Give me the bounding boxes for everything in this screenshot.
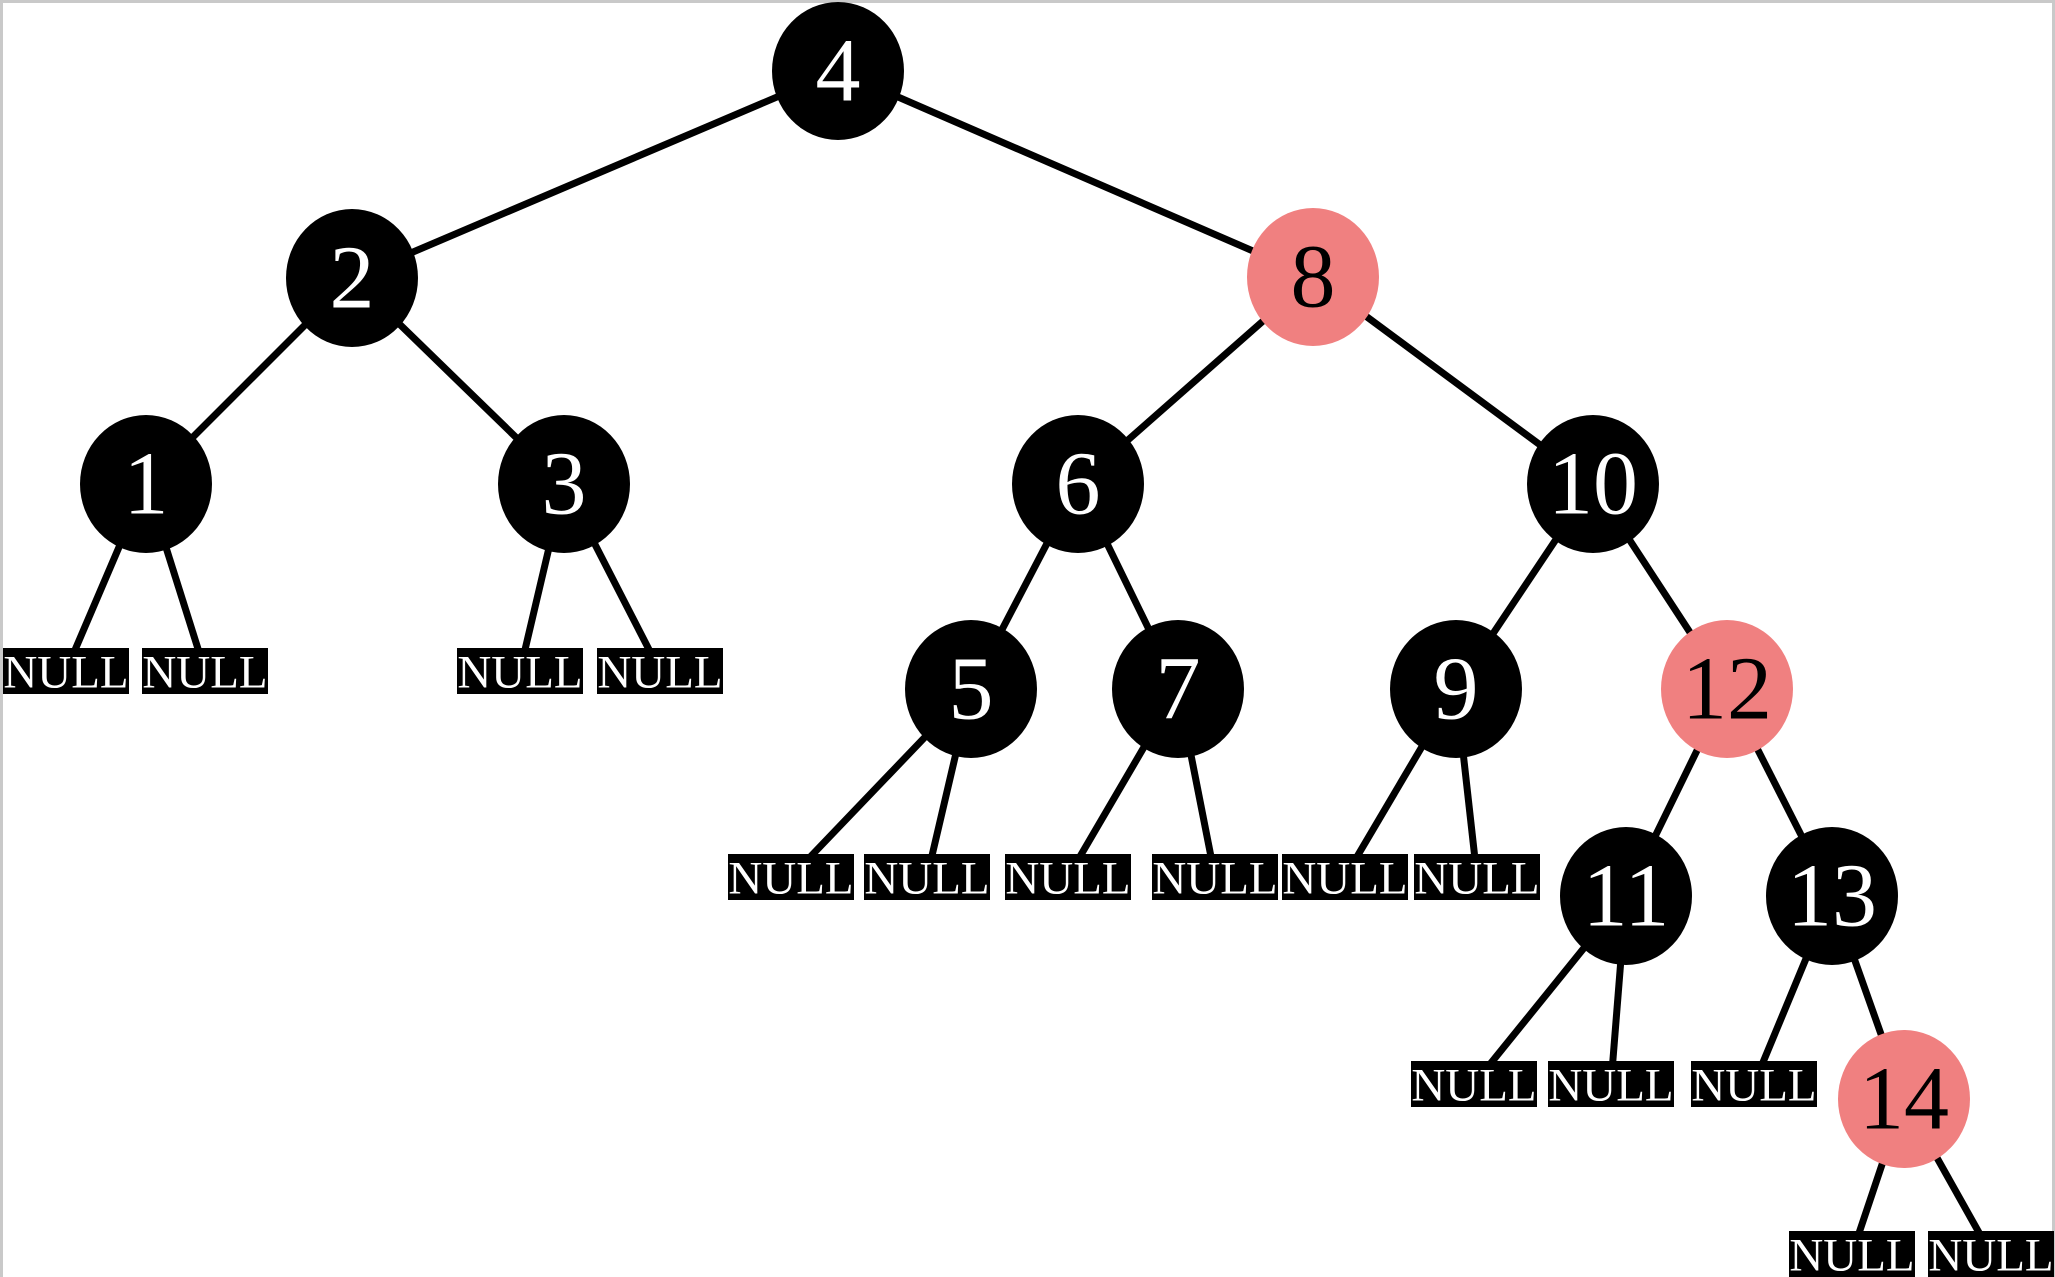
null-leaf-1R (142, 648, 268, 694)
tree-node-13 (1766, 827, 1898, 965)
tree-node-3 (498, 415, 630, 553)
null-leaf-9L (1282, 854, 1408, 900)
null-label-5R: NULL (864, 852, 989, 904)
tree-node-4 (772, 2, 904, 140)
null-leaf-1L (3, 648, 129, 694)
edge-4-8 (836, 67, 1315, 281)
null-label-3R: NULL (597, 646, 722, 698)
null-label-5L: NULL (728, 852, 853, 904)
tree-node-11 (1560, 827, 1692, 965)
null-label-7L: NULL (1005, 852, 1130, 904)
null-leaf-13L (1691, 1061, 1817, 1107)
edge-4-2 (350, 67, 840, 282)
null-leaf-11L (1411, 1061, 1537, 1107)
null-label-1L: NULL (3, 646, 128, 698)
null-label-3L: NULL (457, 646, 582, 698)
null-leaf-7R (1152, 854, 1278, 900)
null-leaf-14R (1928, 1231, 2054, 1277)
node-label-13: 13 (1787, 847, 1877, 946)
null-leaf-5L (728, 854, 854, 900)
node-label-2: 2 (330, 229, 375, 328)
tree-node-2 (286, 209, 418, 347)
node-label-5: 5 (949, 640, 994, 739)
null-label-7R: NULL (1152, 852, 1277, 904)
null-label-11L: NULL (1411, 1059, 1536, 1111)
null-label-13L: NULL (1691, 1059, 1816, 1111)
node-label-7: 7 (1156, 640, 1201, 739)
node-label-1: 1 (124, 435, 169, 534)
null-leaf-7L (1005, 854, 1131, 900)
tree-node-12 (1661, 620, 1793, 758)
node-label-14: 14 (1859, 1050, 1949, 1149)
null-label-9L: NULL (1282, 852, 1407, 904)
null-leaf-14L (1789, 1231, 1915, 1277)
tree-node-1 (80, 415, 212, 553)
null-label-14L: NULL (1789, 1229, 1914, 1277)
node-label-6: 6 (1056, 435, 1101, 534)
tree-node-14 (1838, 1030, 1970, 1168)
node-label-4: 4 (816, 22, 861, 121)
null-label-14R: NULL (1928, 1229, 2053, 1277)
null-leaf-3R (597, 648, 723, 694)
node-label-8: 8 (1291, 228, 1336, 327)
tree-node-5 (905, 620, 1037, 758)
node-label-9: 9 (1434, 640, 1479, 739)
tree-node-8 (1247, 208, 1379, 346)
tree-node-10 (1527, 415, 1659, 553)
null-leaf-9R (1414, 854, 1540, 900)
null-leaf-3L (457, 648, 583, 694)
null-leaf-11R (1548, 1061, 1674, 1107)
null-label-9R: NULL (1414, 852, 1539, 904)
tree-node-7 (1112, 620, 1244, 758)
node-label-3: 3 (542, 435, 587, 534)
tree-node-9 (1390, 620, 1522, 758)
null-label-1R: NULL (142, 646, 267, 698)
null-leaf-5R (864, 854, 990, 900)
node-label-11: 11 (1583, 847, 1670, 946)
node-label-10: 10 (1548, 435, 1638, 534)
null-label-11R: NULL (1548, 1059, 1673, 1111)
node-label-12: 12 (1682, 640, 1772, 739)
tree-node-6 (1012, 415, 1144, 553)
